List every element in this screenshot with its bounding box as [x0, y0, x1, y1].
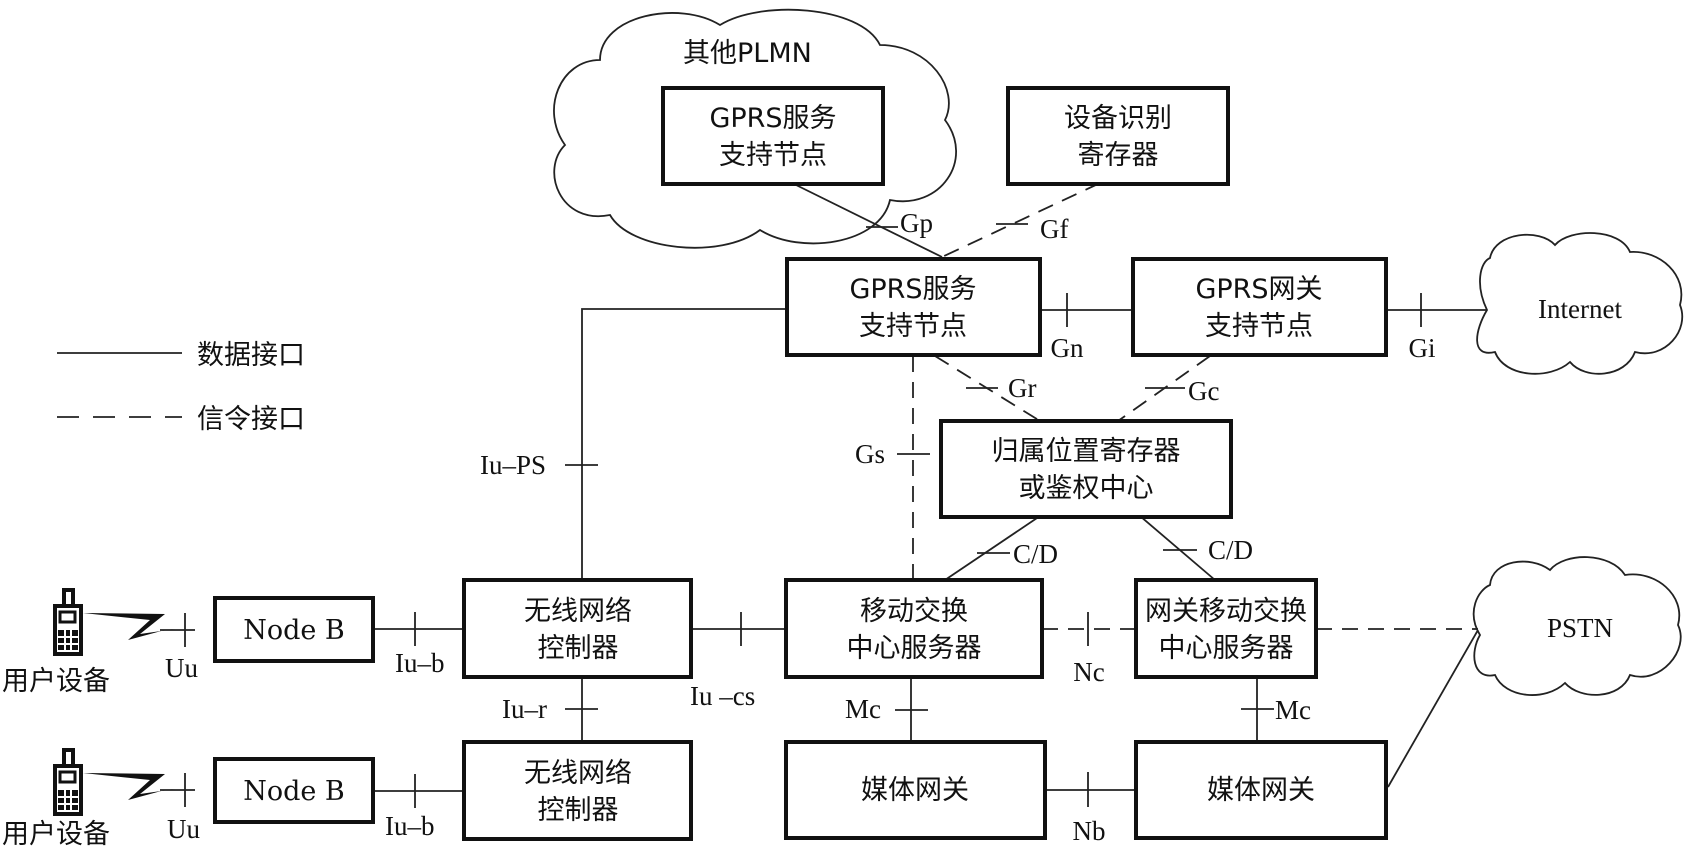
legend-data-interface: 数据接口 [197, 340, 305, 371]
if-label-nc: Nc [1073, 657, 1104, 687]
radio-link-icon [83, 613, 175, 640]
internet-cloud [1476, 232, 1683, 375]
if-label-iu-cs: Iu –cs [690, 681, 755, 711]
svg-text:无线网络: 无线网络 [524, 758, 632, 789]
node-ggsn: GPRS网关 支持节点 [1131, 257, 1388, 357]
svg-text:支持节点: 支持节点 [1205, 311, 1313, 342]
svg-text:Node B: Node B [243, 615, 345, 646]
node-mgw-2: 媒体网关 [1134, 740, 1388, 840]
svg-text:中心服务器: 中心服务器 [847, 633, 982, 664]
if-label-gp: Gp [900, 208, 933, 238]
svg-text:控制器: 控制器 [538, 795, 619, 826]
node-sgsn: GPRS服务 支持节点 [785, 257, 1042, 357]
mobile-phone-icon [53, 588, 83, 656]
node-nodeb-1: Node B [213, 596, 375, 663]
svg-text:媒体网关: 媒体网关 [1207, 775, 1315, 806]
node-hlr: 归属位置寄存器 或鉴权中心 [939, 419, 1233, 519]
pstn-cloud [1472, 556, 1682, 696]
if-label-gf: Gf [1040, 214, 1069, 244]
link-mgw-pstn [1387, 629, 1479, 788]
node-rnc-2: 无线网络 控制器 [462, 740, 693, 841]
radio-link-icon [83, 773, 175, 800]
if-label-cd-left: C/D [1013, 539, 1058, 569]
if-label-cd-right: C/D [1208, 535, 1253, 565]
svg-text:支持节点: 支持节点 [719, 140, 827, 171]
if-label-uu-2: Uu [167, 814, 200, 844]
node-rnc-1: 无线网络 控制器 [462, 578, 693, 679]
node-gmsc: 网关移动交换 中心服务器 [1134, 578, 1318, 679]
node-msc: 移动交换 中心服务器 [784, 578, 1044, 679]
cloud-label-other-plmn: 其他PLMN [683, 38, 812, 69]
link-cd-right [1139, 515, 1216, 581]
svg-text:设备识别: 设备识别 [1064, 103, 1172, 134]
if-label-gn: Gn [1051, 333, 1084, 363]
svg-text:寄存器: 寄存器 [1078, 140, 1159, 171]
link-gp [789, 181, 943, 258]
if-label-gi: Gi [1409, 333, 1436, 363]
svg-text:无线网络: 无线网络 [524, 596, 632, 627]
if-label-gc: Gc [1188, 376, 1219, 406]
ue-1 [53, 588, 195, 656]
if-label-iu-ps: Iu–PS [480, 450, 546, 480]
mobile-phone-icon [53, 748, 83, 816]
svg-text:媒体网关: 媒体网关 [861, 775, 969, 806]
legend-signaling-interface: 信令接口 [197, 404, 305, 435]
if-label-nb: Nb [1073, 816, 1106, 846]
if-label-iu-r: Iu–r [502, 694, 547, 724]
svg-text:GPRS服务: GPRS服务 [709, 103, 836, 134]
if-label-mc-left: Mc [845, 694, 881, 724]
node-plmn-sgsn: GPRS服务 支持节点 [661, 86, 885, 186]
ue-label-2: 用户设备 [2, 819, 110, 847]
if-label-uu-1: Uu [165, 653, 198, 683]
if-label-iu-b-1: Iu–b [395, 648, 445, 678]
svg-text:Node B: Node B [243, 776, 345, 807]
link-iu-ps [581, 308, 787, 580]
node-eir: 设备识别 寄存器 [1006, 86, 1230, 186]
svg-text:或鉴权中心: 或鉴权中心 [1019, 473, 1154, 504]
svg-text:支持节点: 支持节点 [859, 311, 967, 342]
cloud-label-internet: Internet [1538, 294, 1622, 324]
node-mgw-1: 媒体网关 [784, 740, 1047, 840]
if-label-gr: Gr [1008, 373, 1037, 403]
ue-label-1: 用户设备 [2, 666, 110, 697]
svg-text:中心服务器: 中心服务器 [1159, 633, 1294, 664]
if-label-gs: Gs [855, 439, 885, 469]
ue-2 [53, 748, 195, 816]
if-label-mc-right: Mc [1275, 695, 1311, 725]
link-cd-left [944, 515, 1041, 581]
svg-text:控制器: 控制器 [538, 633, 619, 664]
cloud-label-pstn: PSTN [1547, 613, 1613, 643]
node-nodeb-2: Node B [213, 757, 375, 824]
svg-text:GPRS服务: GPRS服务 [849, 274, 976, 305]
svg-text:GPRS网关: GPRS网关 [1195, 274, 1322, 305]
if-label-iu-b-2: Iu–b [385, 811, 435, 841]
link-gf [941, 182, 1101, 258]
svg-text:移动交换: 移动交换 [860, 596, 968, 627]
svg-text:归属位置寄存器: 归属位置寄存器 [992, 436, 1181, 467]
svg-text:网关移动交换: 网关移动交换 [1145, 596, 1307, 627]
